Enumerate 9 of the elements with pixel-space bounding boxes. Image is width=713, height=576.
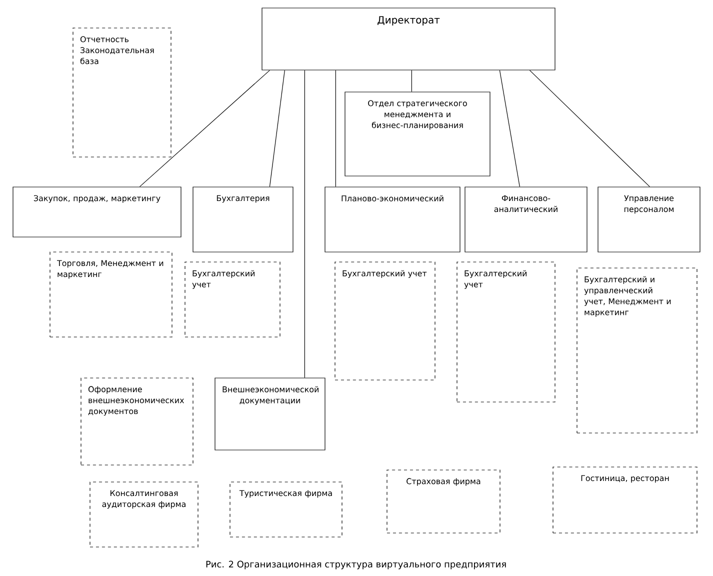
connector-line	[411, 70, 412, 92]
connector-line	[499, 70, 520, 187]
caption: Рис. 2 Организационная структура виртуального предприятия	[206, 560, 506, 570]
connector-line	[335, 70, 336, 187]
connector-line	[304, 70, 305, 378]
connector-line	[139, 70, 270, 187]
connector-line	[529, 70, 650, 187]
unit-box: Директорат	[262, 8, 556, 70]
connector-line	[269, 70, 285, 187]
